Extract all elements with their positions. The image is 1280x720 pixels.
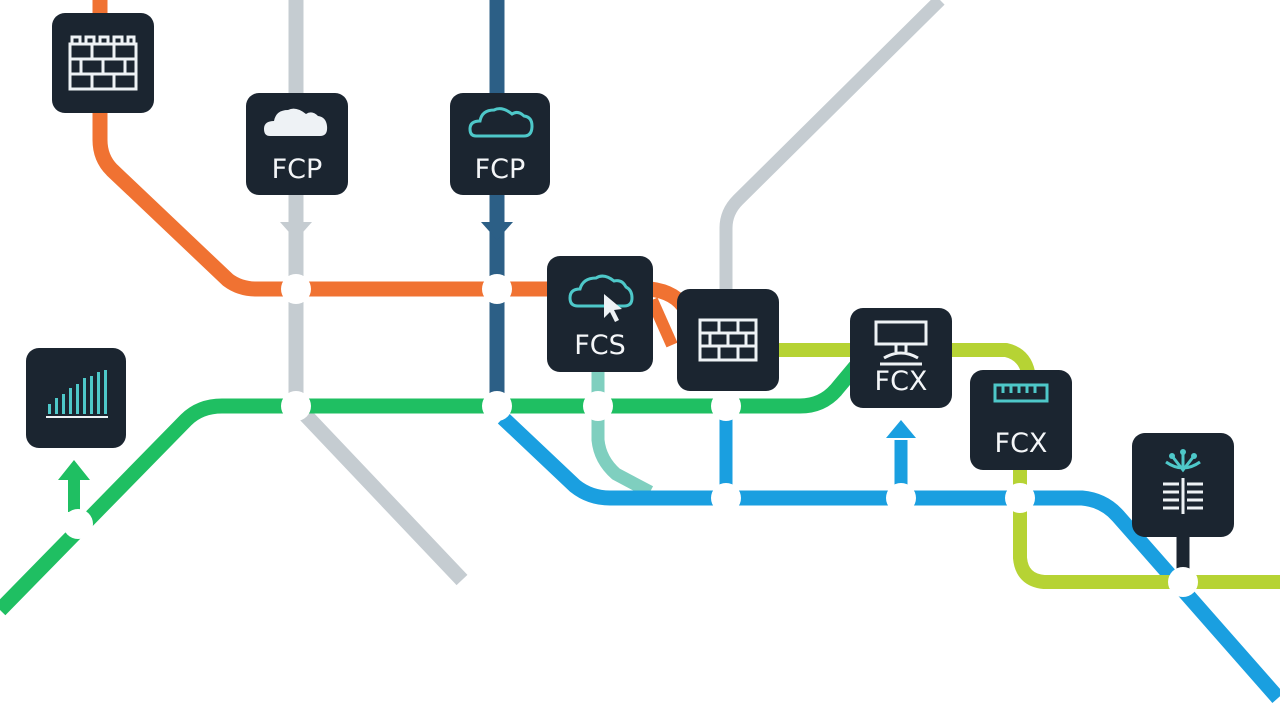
station-dot	[482, 274, 512, 304]
station-dot	[711, 391, 741, 421]
node-fcx-monitor[interactable]: FCX	[850, 308, 952, 408]
network-book-icon	[1163, 449, 1203, 514]
station-dot	[281, 391, 311, 421]
station-dot	[583, 391, 613, 421]
cloud-outline-icon	[468, 107, 534, 138]
teal-line	[591, 372, 654, 498]
transit-lines	[0, 0, 1280, 703]
gray-line-lower	[288, 195, 468, 586]
arrows	[58, 222, 916, 512]
navy-down-arrow	[481, 222, 513, 240]
node-fcs[interactable]: FCS	[547, 256, 653, 372]
node-bar-chart[interactable]	[26, 348, 126, 448]
node-label: FCX	[875, 366, 928, 397]
firewall-icon	[698, 318, 758, 362]
station-dot	[482, 391, 512, 421]
node-label: FCP	[272, 154, 323, 185]
node-label: FCX	[995, 428, 1048, 459]
gray-line-diagonal	[719, 0, 945, 300]
station-dot	[886, 483, 916, 513]
station-dot	[281, 274, 311, 304]
blue-up-arrow	[886, 420, 916, 438]
node-label: FCS	[574, 330, 626, 361]
station-dot	[711, 483, 741, 513]
node-firewall-middle[interactable]	[677, 289, 779, 391]
node-network-book[interactable]	[1132, 433, 1234, 537]
stations	[63, 274, 1198, 597]
blue-line	[497, 412, 1280, 703]
monitor-icon	[874, 320, 928, 366]
node-firewall-top-left[interactable]	[52, 13, 154, 113]
green-up-arrow	[58, 460, 90, 512]
station-dot	[1005, 483, 1035, 513]
cloud-cursor-icon	[568, 274, 634, 322]
station-dot	[63, 509, 93, 539]
node-fcp-gray[interactable]: FCP	[246, 93, 348, 195]
orange-line-tail	[646, 297, 678, 348]
lime-line	[778, 343, 1280, 589]
bar-chart-icon	[46, 370, 108, 418]
node-fcp-navy[interactable]: FCP	[450, 93, 550, 195]
nodes: FCP FCP FCS	[26, 13, 1234, 537]
station-dot	[1168, 567, 1198, 597]
node-fcx-ruler[interactable]: FCX	[970, 370, 1072, 470]
firewall-icon	[68, 35, 138, 91]
cloud-icon	[264, 108, 328, 136]
node-label: FCP	[475, 154, 526, 185]
ruler-icon	[993, 383, 1049, 403]
gray-down-arrow	[280, 222, 312, 240]
